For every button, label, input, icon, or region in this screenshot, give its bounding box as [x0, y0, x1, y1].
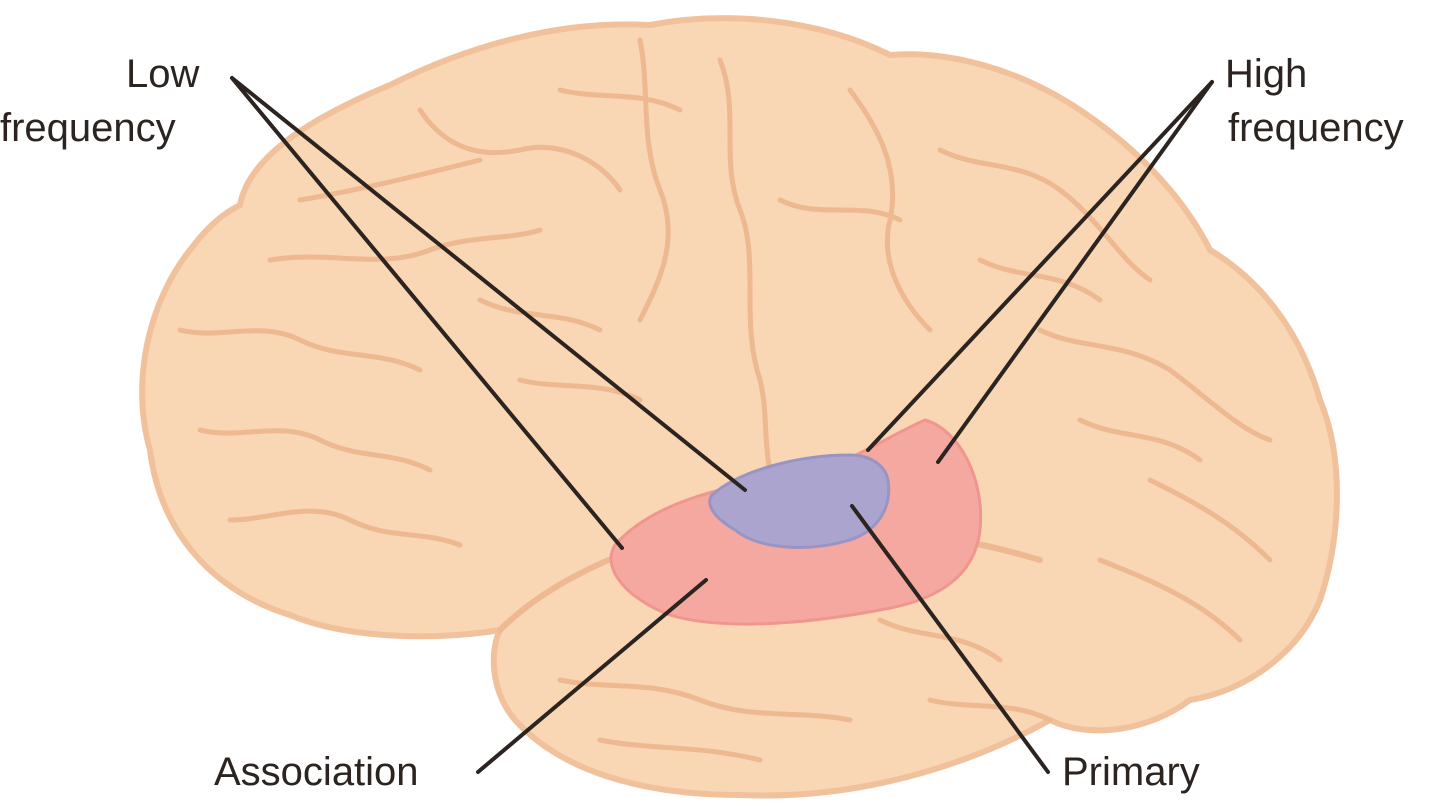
low-frequency-label-line2: frequency [0, 106, 176, 150]
brain-outline [139, 15, 1340, 799]
leader-association [476, 578, 708, 774]
leader-low-to-primary [230, 76, 747, 492]
leader-lines [230, 76, 1214, 774]
brain [139, 15, 1340, 799]
sulci [177, 37, 1273, 763]
association-label: Association [214, 750, 419, 794]
leader-high-to-association [936, 80, 1214, 464]
leader-low-to-association [230, 76, 624, 550]
primary-label: Primary [1062, 750, 1200, 794]
high-frequency-label-line2: frequency [1228, 106, 1404, 150]
primary-cortex-region [708, 453, 891, 549]
leader-high-to-primary [866, 80, 1214, 452]
leader-primary [850, 504, 1050, 774]
high-frequency-label-line1: High [1225, 52, 1308, 96]
low-frequency-label-line1: Low [126, 52, 200, 96]
